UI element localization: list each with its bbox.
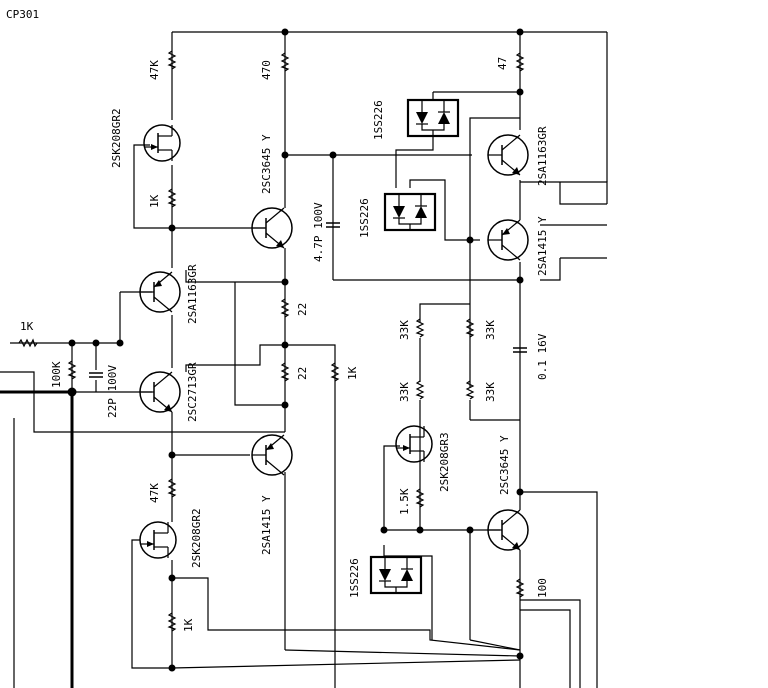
label-r-1k-low: 1K: [182, 618, 195, 632]
label-d-1ss226-b: 1SS226: [358, 198, 371, 238]
jfet-2sk208gr3: [395, 425, 433, 463]
label-r-47k-top: 47K: [148, 60, 161, 80]
jfet-2sk208gr2-top: [143, 124, 181, 162]
wires: [0, 31, 608, 688]
transistor-2sa1415-left: [251, 434, 293, 476]
label-d-1ss226-a: 1SS226: [372, 100, 385, 140]
label-r-1k-gate: 1K: [148, 194, 161, 208]
transistor-2sc3645-top: [251, 207, 293, 249]
label-q-2sk208gr2-top: 2SK208GR2: [110, 108, 123, 168]
label-q-2sa1415-left: 2SA1415 Y: [260, 495, 273, 555]
label-r-100k: 100K: [50, 361, 63, 388]
label-r-470: 470: [260, 60, 273, 80]
label-q-2sa1163gr-left: 2SA1163GR: [186, 264, 199, 324]
label-q-2sa1415-right: 2SA1415 Y: [536, 216, 549, 276]
capacitor-22p: [88, 372, 104, 378]
sheet-title: CP301: [6, 8, 39, 21]
label-r-in: 1K: [20, 320, 34, 333]
transistor-2sa1163gr-left: [139, 271, 181, 313]
diode-pair-1ss226-c: [369, 555, 423, 595]
label-r-22-a: 22: [296, 303, 309, 316]
label-r-33k-d: 33K: [484, 382, 497, 402]
label-q-2sc2713gr: 2SC2713GR: [186, 362, 199, 422]
label-r-100: 100: [536, 578, 549, 598]
label-r-33k-c: 33K: [398, 382, 411, 402]
transistor-2sc3645-low: [487, 509, 529, 551]
jfet-2sk208gr2-low: [139, 521, 177, 559]
label-q-2sc3645-low: 2SC3645 Y: [498, 435, 511, 495]
transistor-2sa1163gr-right: [487, 134, 529, 176]
label-r-47k-low: 47K: [148, 483, 161, 503]
diode-pair-1ss226-a: [406, 98, 460, 138]
label-d-1ss226-c: 1SS226: [348, 558, 361, 598]
label-r-1k-mid: 1K: [346, 366, 359, 380]
junction-dots: [67, 28, 524, 672]
label-r-1-5k: 1.5K: [398, 488, 411, 515]
diode-pair-1ss226-b: [383, 192, 437, 232]
transistor-2sc2713gr: [139, 371, 181, 413]
label-c-4-7p: 4.7P 100V: [312, 202, 325, 262]
label-c-0-1: 0.1 16V: [536, 333, 549, 380]
label-r-33k-b: 33K: [484, 320, 497, 340]
label-q-2sa1163gr-right: 2SA1163GR: [536, 126, 549, 186]
label-q-2sk208gr2-low: 2SK208GR2: [190, 508, 203, 568]
label-r-22-b: 22: [296, 367, 309, 380]
transistor-2sa1415-right: [487, 219, 529, 261]
label-c-22p: 22P 100V: [106, 365, 119, 418]
label-q-2sc3645-top: 2SC3645 Y: [260, 134, 273, 194]
label-q-2sk208gr3: 2SK208GR3: [438, 432, 451, 492]
resistor-33k-c: [416, 380, 424, 400]
label-r-47: 47: [496, 57, 509, 70]
label-r-33k-a: 33K: [398, 320, 411, 340]
vertical-labels: 47K 2SK208GR2 1K 470 2SC3645 Y 4.7P 100V…: [50, 57, 549, 632]
